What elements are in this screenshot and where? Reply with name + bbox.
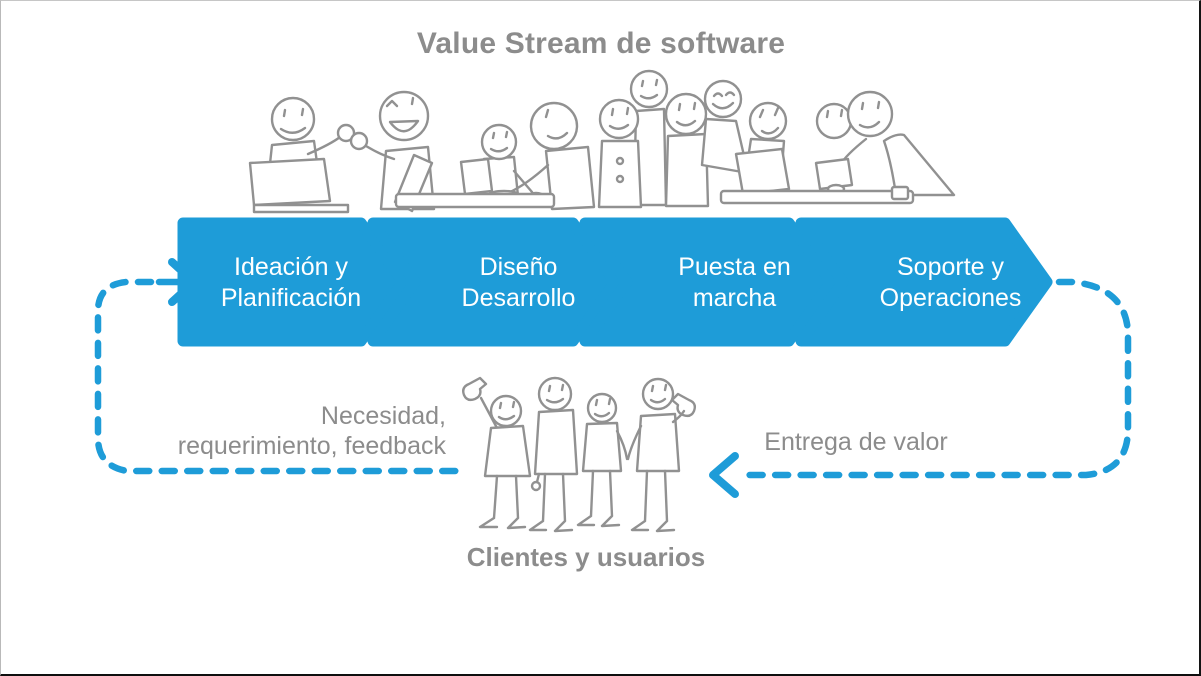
step-label-puesta: Puesta en marcha — [627, 225, 842, 341]
person-body — [544, 145, 596, 211]
feedback-line: requerimiento, feedback — [177, 432, 446, 460]
page-title: Value Stream de software — [416, 27, 786, 60]
step-line: Diseño — [479, 253, 558, 281]
team-illustration — [248, 69, 956, 214]
person-head — [703, 79, 743, 119]
person-head — [378, 90, 430, 142]
feedback-loop-arrow — [94, 278, 471, 475]
step-line: marcha — [692, 284, 777, 312]
step-line: Soporte y — [896, 253, 1004, 281]
person-body — [533, 408, 579, 476]
person-head — [537, 376, 573, 412]
step-line: Operaciones — [879, 284, 1022, 312]
customers-caption: Clientes y usuarios — [466, 542, 706, 572]
person-body — [597, 139, 643, 209]
feedback-line: Necesidad, — [320, 402, 446, 430]
person-head — [480, 123, 518, 161]
value-delivery-arrow — [741, 278, 1132, 479]
person-head — [815, 102, 853, 140]
person-head — [629, 69, 669, 109]
desk — [719, 189, 915, 205]
person-body — [635, 412, 681, 473]
left-arrowhead-icon — [709, 452, 739, 498]
person-body — [483, 424, 532, 478]
laptop-screen — [734, 147, 791, 196]
person-head — [529, 101, 579, 151]
step-line: Puesta en — [678, 253, 791, 281]
fist — [336, 123, 356, 143]
person-body — [882, 133, 956, 197]
person-head — [489, 394, 523, 428]
waving-hand — [670, 392, 697, 418]
customers-illustration — [461, 376, 697, 533]
laptop-base — [252, 203, 350, 214]
chevron-step-2 — [367, 217, 621, 347]
laptop-screen — [459, 157, 494, 196]
step-label-soporte: Soporte y Operaciones — [843, 225, 1058, 341]
person-head — [586, 392, 618, 424]
person-head — [664, 92, 708, 136]
table — [394, 192, 556, 209]
chevron-step-1 — [177, 217, 409, 347]
chevron-step-3 — [579, 217, 837, 347]
feedback-caption: Necesidad, requerimiento, feedback — [131, 401, 446, 461]
person-head — [641, 377, 675, 411]
fist — [349, 131, 369, 151]
step-line: Desarrollo — [461, 284, 576, 312]
person-body — [664, 132, 710, 208]
open-mouth — [388, 119, 420, 133]
step-line: Ideación y — [234, 253, 348, 281]
waving-hand — [461, 376, 488, 402]
person-head — [598, 98, 640, 140]
chevron-step-4 — [795, 217, 1053, 347]
person-head — [846, 90, 894, 138]
step-label-diseno: Diseño Desarrollo — [411, 225, 626, 341]
laptop-screen — [248, 157, 332, 207]
step-line: Planificación — [220, 284, 362, 312]
person-body — [581, 421, 623, 473]
tablet — [814, 157, 854, 191]
step-label-ideacion: Ideación y Planificación — [183, 225, 399, 341]
delivery-caption: Entrega de valor — [764, 428, 948, 456]
